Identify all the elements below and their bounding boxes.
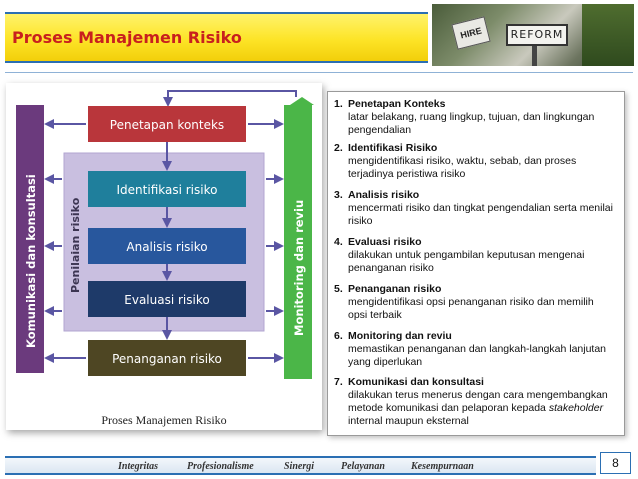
step-title: Penetapan Konteks bbox=[348, 98, 446, 110]
step-number: 3. bbox=[334, 189, 343, 201]
process-diagram-svg: Penilaian risiko Komunikasi dan konsulta… bbox=[16, 90, 314, 427]
process-diagram: Penilaian risiko Komunikasi dan konsulta… bbox=[6, 83, 322, 430]
step-number: 1. bbox=[334, 98, 343, 110]
footer-value-pelayanan: Pelayanan bbox=[341, 461, 385, 472]
box-label: Penetapan konteks bbox=[110, 118, 224, 132]
step-description: mengidentifikasi opsi penanganan risiko … bbox=[348, 296, 594, 321]
page-title: Proses Manajemen Risiko bbox=[12, 28, 242, 47]
feedback-loop-line bbox=[163, 90, 297, 107]
step-title: Komunikasi dan konsultasi bbox=[348, 376, 484, 388]
photo-sign-post bbox=[532, 46, 537, 66]
step-number: 7. bbox=[334, 376, 343, 388]
diagram-caption: Proses Manajemen Risiko bbox=[101, 413, 226, 427]
header-divider bbox=[5, 72, 633, 73]
footer-bar: Integritas Profesionalisme Sinergi Pelay… bbox=[5, 456, 596, 475]
photo-sign-hire: HIRE bbox=[451, 16, 491, 50]
box-penetapan-konteks: Penetapan konteks bbox=[88, 106, 246, 142]
box-label: Identifikasi risiko bbox=[117, 183, 218, 197]
step-number: 5. bbox=[334, 283, 343, 295]
step-title: Evaluasi risiko bbox=[348, 236, 422, 248]
box-label: Penanganan risiko bbox=[112, 352, 222, 366]
step-description: dilakukan untuk pengambilan keputusan me… bbox=[348, 249, 585, 274]
steps-list: 1. Penetapan Konteks latar belakang, rua… bbox=[327, 91, 625, 436]
photo-sign-reform: REFORM bbox=[506, 24, 568, 46]
title-bar: Proses Manajemen Risiko bbox=[5, 12, 428, 63]
right-bar-label: Monitoring dan reviu bbox=[292, 200, 306, 336]
step-description-emphasis: stakeholder bbox=[548, 402, 604, 414]
step-description-part: internal maupun eksternal bbox=[348, 415, 469, 427]
footer-value-sinergi: Sinergi bbox=[284, 461, 315, 472]
step-description: mencermati risiko dan tingkat pengendali… bbox=[348, 202, 613, 227]
right-bar-body bbox=[284, 105, 312, 379]
header-photo: HIRE REFORM bbox=[432, 4, 634, 66]
page-number: 8 bbox=[600, 452, 631, 474]
box-label: Evaluasi risiko bbox=[124, 293, 209, 307]
assessment-label: Penilaian risiko bbox=[69, 197, 82, 293]
step-number: 2. bbox=[334, 142, 343, 154]
step-description: mengidentifikasi risiko, waktu, sebab, d… bbox=[348, 155, 577, 180]
box-identifikasi-risiko: Identifikasi risiko bbox=[88, 171, 246, 207]
footer-value-profesionalisme: Profesionalisme bbox=[187, 461, 254, 472]
step-title: Identifikasi Risiko bbox=[348, 142, 438, 154]
step-number: 6. bbox=[334, 330, 343, 342]
photo-foliage bbox=[582, 4, 634, 66]
step-description: memastikan penanganan dan langkah-langka… bbox=[348, 343, 607, 368]
box-analisis-risiko: Analisis risiko bbox=[88, 228, 246, 264]
box-penanganan-risiko: Penanganan risiko bbox=[88, 340, 246, 376]
footer-value-integritas: Integritas bbox=[118, 461, 159, 472]
step-description: latar belakang, ruang lingkup, tujuan, d… bbox=[348, 111, 595, 136]
left-bar bbox=[16, 105, 44, 373]
step-number: 4. bbox=[334, 236, 343, 248]
step-title: Penanganan risiko bbox=[348, 283, 442, 295]
box-label: Analisis risiko bbox=[126, 240, 207, 254]
left-bar-label: Komunikasi dan konsultasi bbox=[24, 174, 38, 348]
step-title: Monitoring dan reviu bbox=[348, 330, 452, 342]
box-evaluasi-risiko: Evaluasi risiko bbox=[88, 281, 246, 317]
step-description: dilakukan terus menerus dengan cara meng… bbox=[348, 389, 614, 428]
step-description-part: dilakukan terus menerus dengan cara meng… bbox=[348, 389, 608, 414]
step-title: Analisis risiko bbox=[348, 189, 420, 201]
footer-value-kesempurnaan: Kesempurnaan bbox=[411, 461, 474, 472]
